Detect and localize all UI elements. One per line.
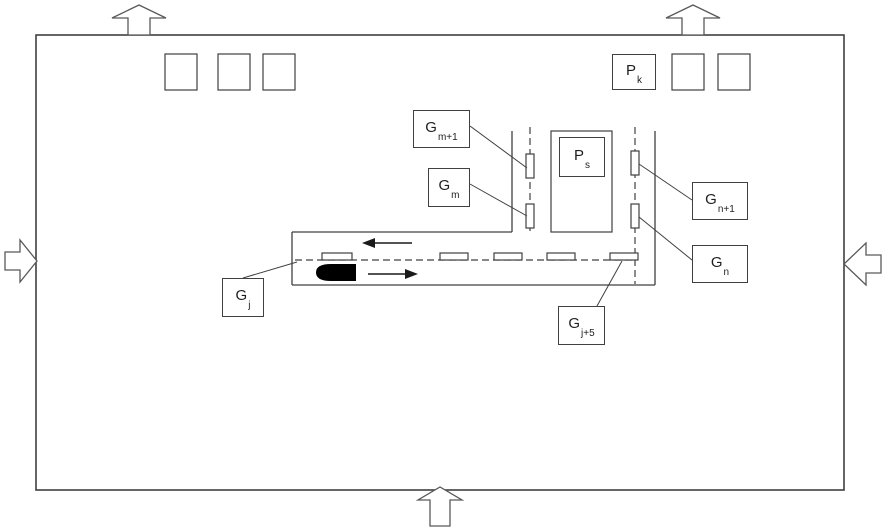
airflow-up-arrow-bottom bbox=[415, 486, 465, 527]
label-gj-plus-5: Gj+5 bbox=[568, 315, 595, 339]
label-ps: Ps bbox=[573, 146, 590, 171]
label-box-gj: Gj bbox=[222, 278, 264, 317]
label-gm: Gm bbox=[438, 177, 460, 201]
surface-block-4 bbox=[671, 53, 705, 91]
leader-gn-plus-1 bbox=[638, 163, 693, 201]
surface-block-1 bbox=[164, 53, 198, 91]
label-box-gj-plus-5: Gj+5 bbox=[558, 306, 605, 345]
label-box-ps: Ps bbox=[559, 137, 605, 177]
airflow-up-arrow-top-right bbox=[665, 4, 721, 36]
vehicle bbox=[316, 264, 356, 281]
label-box-pk: Pk bbox=[612, 54, 656, 90]
sensor-gn bbox=[630, 203, 640, 229]
airflow-left-arrow-right bbox=[843, 241, 882, 287]
sensor-corridor-3 bbox=[493, 252, 523, 261]
label-pk: Pk bbox=[625, 61, 642, 86]
label-box-gm: Gm bbox=[428, 168, 470, 207]
sensor-gj-plus-5 bbox=[609, 252, 639, 261]
leader-gj-plus-5 bbox=[596, 260, 623, 307]
label-gn: Gn bbox=[710, 253, 730, 278]
sensor-gm bbox=[525, 203, 535, 229]
sensor-corridor-2 bbox=[439, 252, 469, 261]
leader-gj bbox=[242, 261, 298, 279]
direction-arrow-left-head bbox=[362, 238, 375, 248]
leader-gn bbox=[638, 216, 693, 261]
leader-gm bbox=[469, 183, 528, 217]
label-box-gn: Gn bbox=[692, 245, 748, 283]
sensor-gm-plus-1 bbox=[525, 153, 535, 179]
sensor-corridor-4 bbox=[546, 252, 576, 261]
surface-block-5 bbox=[717, 53, 751, 91]
leader-gm-plus-1 bbox=[469, 125, 528, 169]
airflow-up-arrow-top-left bbox=[111, 4, 167, 36]
airflow-right-arrow-left bbox=[4, 238, 38, 284]
label-box-gm-plus-1: Gm+1 bbox=[413, 110, 470, 148]
sensor-gj bbox=[321, 252, 353, 261]
direction-arrow-right-head bbox=[405, 269, 418, 279]
sensor-gn-plus-1 bbox=[630, 150, 640, 176]
label-gj: Gj bbox=[235, 287, 251, 311]
label-gn-plus-1: Gn+1 bbox=[705, 190, 735, 215]
surface-block-3 bbox=[262, 53, 296, 91]
label-box-gn-plus-1: Gn+1 bbox=[692, 182, 748, 220]
surface-block-2 bbox=[217, 53, 251, 91]
label-gm-plus-1: Gm+1 bbox=[425, 118, 458, 143]
